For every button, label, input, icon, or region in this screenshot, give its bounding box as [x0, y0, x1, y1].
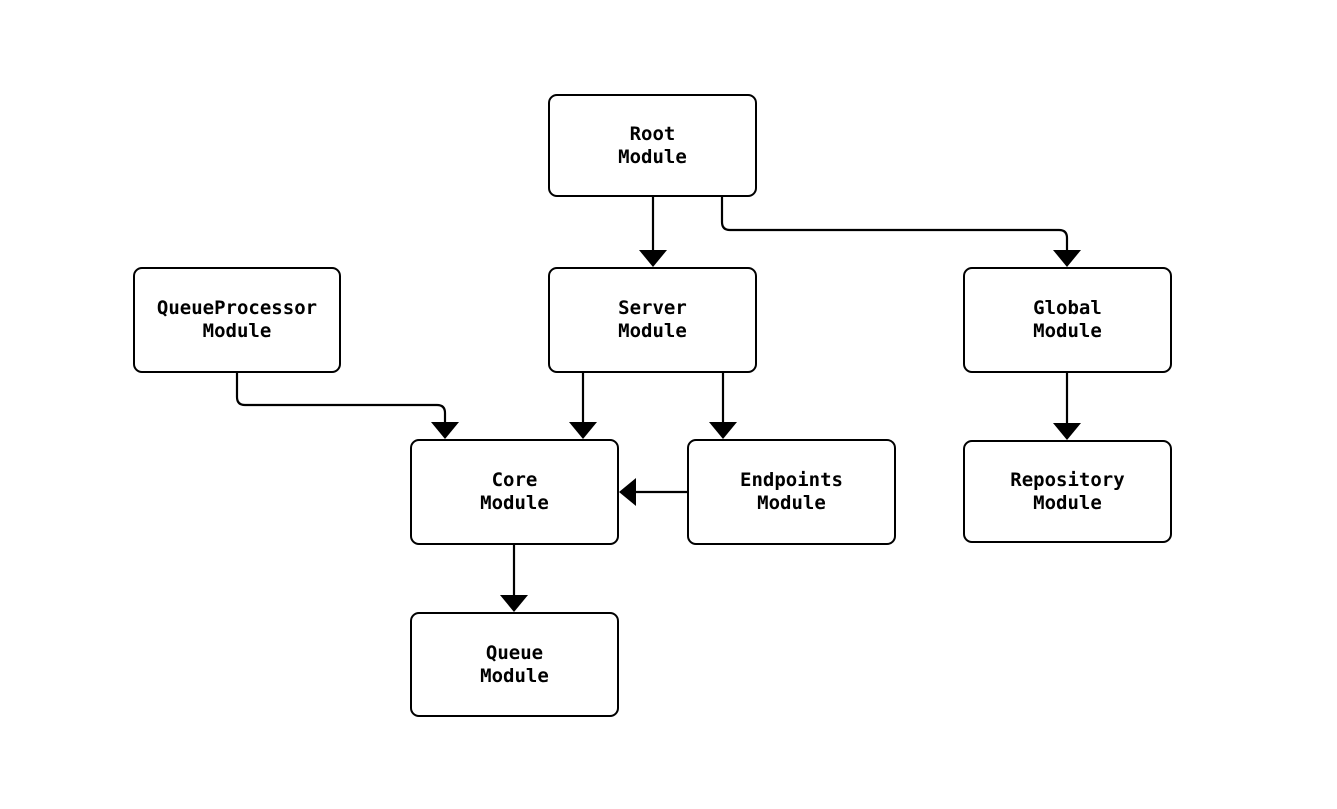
node-core-module: Core Module [410, 439, 619, 545]
node-endpoints-module: Endpoints Module [687, 439, 896, 545]
node-queue-module: Queue Module [410, 612, 619, 717]
node-label-endpoints: Endpoints Module [740, 469, 843, 514]
node-label-core: Core Module [480, 469, 549, 514]
node-repository-module: Repository Module [963, 440, 1172, 543]
arrowhead-icon-global-to-repository [1053, 423, 1081, 440]
node-label-repository: Repository Module [1010, 468, 1125, 514]
arrowhead-icon-endpoints-to-core [619, 478, 636, 506]
arrowhead-icon-root-to-server [639, 250, 667, 267]
node-label-queueprocessor: QueueProcessor Module [156, 297, 318, 342]
node-global-module: Global Module [963, 267, 1172, 373]
node-label-global: Global Module [1033, 297, 1102, 342]
arrowhead-icon-core-to-queue [500, 595, 528, 612]
node-label-root: Root Module [618, 122, 687, 168]
node-label-server: Server Module [618, 297, 687, 342]
node-server-module: Server Module [548, 267, 757, 373]
edge-queueprocessor-to-core [235, 373, 447, 422]
node-queueprocessor-module: QueueProcessor Module [133, 267, 341, 373]
arrowhead-icon-queueprocessor-to-core [431, 422, 459, 439]
node-label-queue: Queue Module [480, 641, 549, 687]
arrowhead-icon-server-to-endpoints [709, 422, 737, 439]
edge-root-to-global [720, 197, 1069, 250]
node-root-module: Root Module [548, 94, 757, 197]
arrowhead-icon-server-to-core [569, 422, 597, 439]
arrowhead-icon-root-to-global [1053, 250, 1081, 267]
